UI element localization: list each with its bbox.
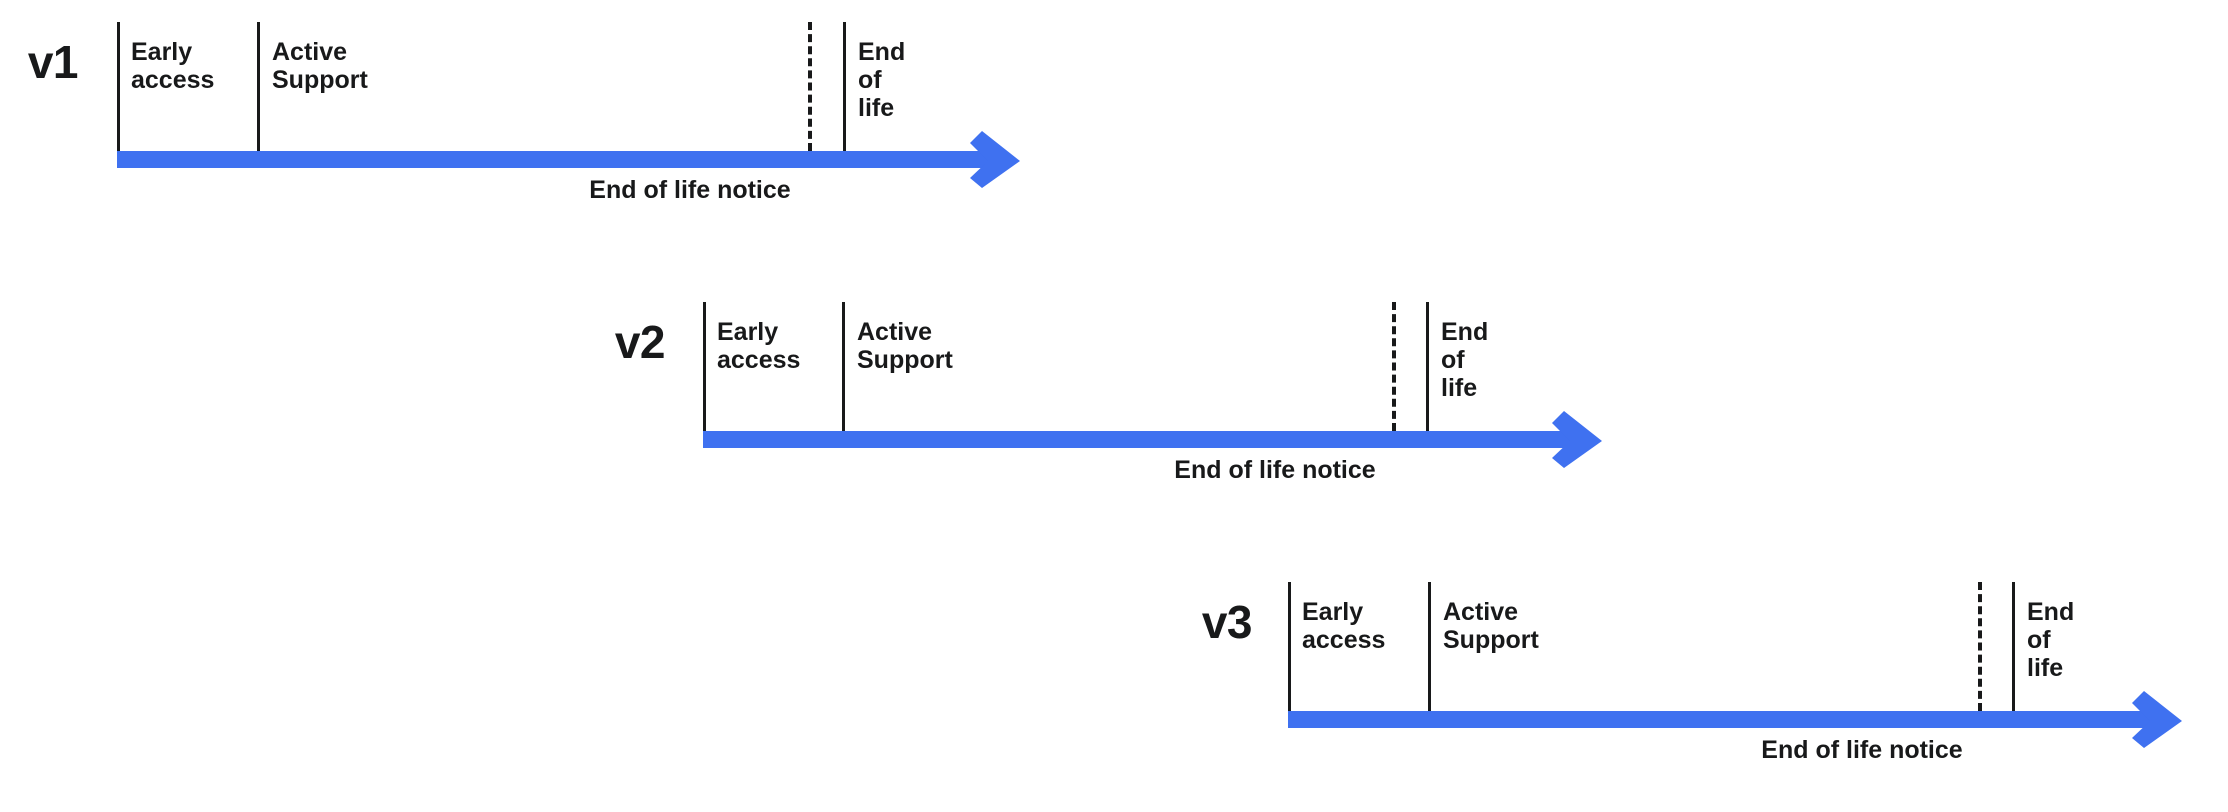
end-of-life-notice-label: End of life notice bbox=[1174, 456, 1376, 484]
phase-label-end-of-life: End of life bbox=[1441, 318, 1489, 402]
arrow-head-icon bbox=[1544, 411, 1608, 468]
phase-divider-solid-1 bbox=[117, 22, 120, 151]
lifecycle-bar bbox=[117, 151, 1000, 168]
phase-label-active-support: Active Support bbox=[1443, 598, 1539, 654]
phase-label-early-access: Early access bbox=[131, 38, 215, 94]
phase-divider-solid-1 bbox=[1288, 582, 1291, 711]
lifecycle-bar bbox=[1288, 711, 2162, 728]
phase-divider-solid-4 bbox=[843, 22, 846, 151]
version-label-v1: v1 bbox=[27, 36, 79, 88]
end-of-life-notice-label: End of life notice bbox=[589, 176, 791, 204]
phase-label-early-access: Early access bbox=[717, 318, 801, 374]
phase-label-active-support: Active Support bbox=[272, 38, 368, 94]
phase-divider-dashed-3 bbox=[1392, 302, 1396, 431]
phase-label-end-of-life: End of life bbox=[858, 38, 906, 122]
phase-label-end-of-life: End of life bbox=[2027, 598, 2075, 682]
phase-divider-solid-4 bbox=[2012, 582, 2015, 711]
phase-divider-solid-1 bbox=[703, 302, 706, 431]
arrow-head-icon bbox=[962, 131, 1026, 188]
phase-divider-dashed-3 bbox=[1978, 582, 1982, 711]
phase-divider-solid-2 bbox=[842, 302, 845, 431]
arrow-head-icon bbox=[2124, 691, 2188, 748]
lifecycle-bar bbox=[703, 431, 1582, 448]
phase-label-active-support: Active Support bbox=[857, 318, 953, 374]
end-of-life-notice-label: End of life notice bbox=[1761, 736, 1963, 764]
phase-divider-solid-4 bbox=[1426, 302, 1429, 431]
phase-divider-dashed-3 bbox=[808, 22, 812, 151]
phase-divider-solid-2 bbox=[1428, 582, 1431, 711]
version-label-v2: v2 bbox=[614, 316, 666, 368]
phase-label-early-access: Early access bbox=[1302, 598, 1386, 654]
phase-divider-solid-2 bbox=[257, 22, 260, 151]
version-label-v3: v3 bbox=[1201, 596, 1253, 648]
